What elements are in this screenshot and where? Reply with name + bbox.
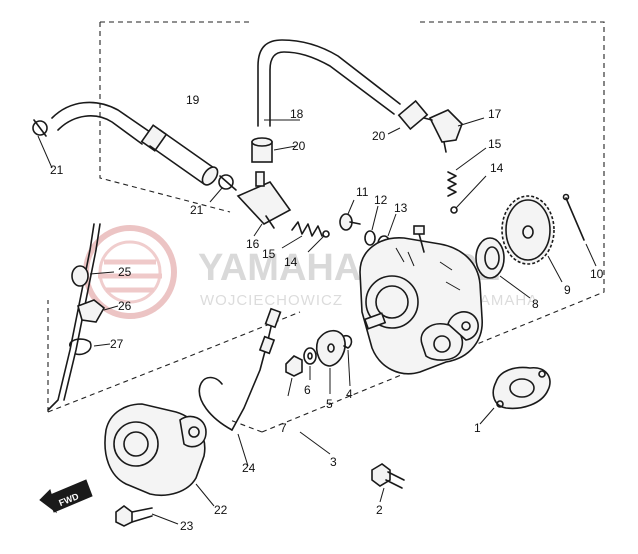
part-17-banjo-fitting bbox=[423, 109, 485, 153]
callout-9: 9 bbox=[564, 283, 571, 297]
part-20-fitting-right bbox=[387, 99, 429, 135]
part-23-bolt bbox=[115, 505, 179, 527]
callout-10: 10 bbox=[590, 267, 604, 281]
callout-21-left: 21 bbox=[50, 163, 64, 177]
part-25-cable-assembly bbox=[47, 223, 115, 411]
part-21-clip-right bbox=[209, 174, 237, 203]
part-10-pin bbox=[562, 193, 597, 267]
part-7-nut bbox=[285, 355, 303, 397]
callout-19: 19 bbox=[186, 93, 200, 107]
callout-5: 5 bbox=[326, 397, 333, 411]
fwd-direction-badge: FWD bbox=[39, 479, 93, 514]
watermark-subtitle-right: YAMAHA bbox=[470, 292, 538, 309]
callout-27: 27 bbox=[110, 337, 124, 351]
part-3-oil-pump bbox=[299, 225, 483, 455]
part-14-ball-right bbox=[450, 175, 487, 214]
part-11-bolt bbox=[339, 199, 361, 231]
callout-14-right: 14 bbox=[490, 161, 504, 175]
part-24-cable bbox=[198, 307, 282, 467]
callout-16: 16 bbox=[246, 237, 260, 251]
callout-15-center: 15 bbox=[262, 247, 276, 261]
callout-20-center: 20 bbox=[292, 139, 306, 153]
callout-18: 18 bbox=[290, 107, 304, 121]
callout-12: 12 bbox=[374, 193, 388, 207]
callout-3: 3 bbox=[330, 455, 337, 469]
part-18-pipe bbox=[257, 39, 401, 127]
part-8-bearing bbox=[475, 237, 531, 299]
callout-labels: 1 2 3 4 5 6 7 8 9 10 11 12 13 14 14 15 1… bbox=[50, 93, 604, 533]
part-27-clamp bbox=[69, 338, 111, 356]
part-15-spring-right bbox=[447, 147, 487, 197]
part-20-fitting-center bbox=[251, 137, 297, 163]
part-14-ball-center bbox=[307, 230, 330, 253]
callout-2: 2 bbox=[376, 503, 383, 517]
callout-26: 26 bbox=[118, 299, 132, 313]
callout-14-center: 14 bbox=[284, 255, 298, 269]
part-19-hose bbox=[51, 101, 219, 186]
part-2-bolt bbox=[371, 463, 405, 503]
part-9-gear bbox=[501, 195, 563, 283]
part-22-pump-cover bbox=[104, 403, 215, 507]
callout-25: 25 bbox=[118, 265, 132, 279]
callout-1: 1 bbox=[474, 421, 481, 435]
callout-24: 24 bbox=[242, 461, 256, 475]
callout-20-right: 20 bbox=[372, 129, 386, 143]
part-16-valve-body bbox=[236, 171, 292, 237]
part-6-washer bbox=[303, 347, 317, 380]
dashed-boundary bbox=[47, 21, 605, 433]
part-12-washer bbox=[364, 205, 379, 246]
callout-15-right: 15 bbox=[488, 137, 502, 151]
part-5-plate bbox=[315, 329, 346, 394]
callout-4: 4 bbox=[346, 387, 353, 401]
part-4-key bbox=[343, 334, 353, 387]
callout-22: 22 bbox=[214, 503, 228, 517]
part-21-clip-left bbox=[32, 119, 53, 169]
callout-21-right: 21 bbox=[190, 203, 204, 217]
part-15-spring-center bbox=[281, 221, 323, 249]
callout-7: 7 bbox=[280, 421, 287, 435]
watermark-subtitle: WOJCIECHOWICZ bbox=[200, 292, 343, 309]
callout-17: 17 bbox=[488, 107, 502, 121]
callout-6: 6 bbox=[304, 383, 311, 397]
callout-23: 23 bbox=[180, 519, 194, 533]
part-1-gasket bbox=[479, 366, 551, 425]
part-26-bracket bbox=[77, 299, 119, 323]
callout-8: 8 bbox=[532, 297, 539, 311]
callout-13: 13 bbox=[394, 201, 408, 215]
callout-11: 11 bbox=[356, 185, 369, 199]
